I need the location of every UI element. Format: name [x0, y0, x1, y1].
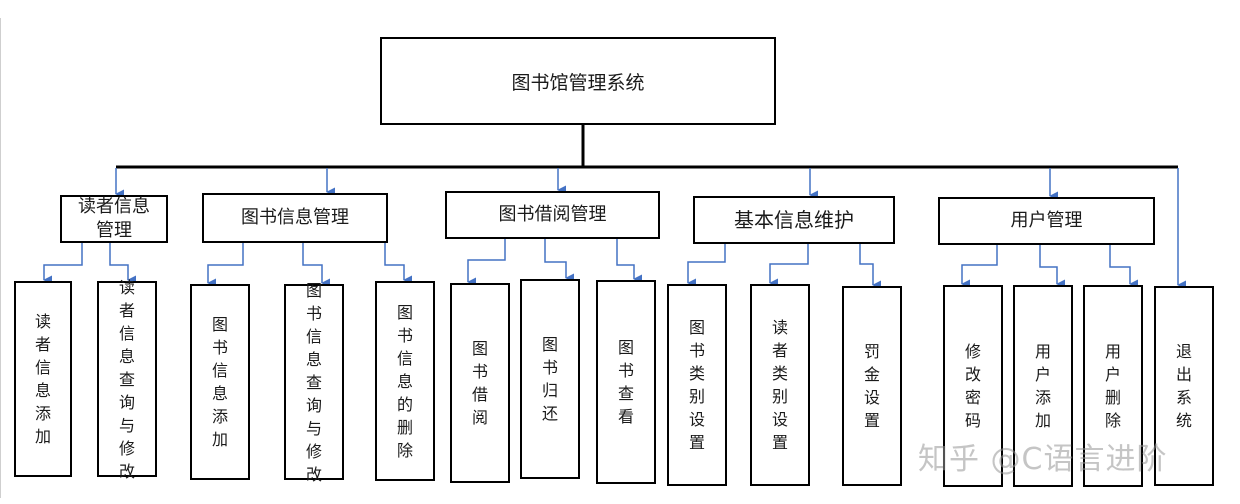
leaf-view: 图书查看: [596, 280, 656, 484]
leaf-connector-arrow: [43, 243, 83, 285]
leaf-connector-arrow: [1039, 245, 1066, 289]
leaf-label: 图书信息添加: [211, 315, 228, 449]
leaf-label: 用户添加: [1034, 342, 1051, 430]
leaf-connector-arrow: [859, 244, 882, 290]
leaf-label: 图书查看: [617, 338, 634, 426]
leaf-return: 图书归还: [520, 279, 580, 479]
leaf-fine: 罚金设置: [842, 286, 902, 486]
leaf-book-delete: 图书信息的删除: [375, 281, 435, 481]
root-node: 图书馆管理系统: [380, 37, 776, 125]
leaf-label: 图书类别设置: [688, 318, 705, 452]
module-basic-info: 基本信息维护: [693, 196, 895, 244]
leaf-label: 修改密码: [964, 342, 981, 430]
leaf-connector-arrow: [961, 245, 998, 289]
leaf-reader-add: 读者信息添加: [14, 281, 72, 477]
module-label: 图书信息管理: [241, 207, 349, 228]
leaf-connector-arrow: [1109, 245, 1139, 289]
leaf-connector-arrow: [302, 243, 331, 288]
root-label: 图书馆管理系统: [511, 71, 645, 94]
leaf-connector-arrow: [467, 239, 506, 287]
leaf-connector-arrow: [544, 239, 575, 283]
leaf-connector-arrow: [616, 239, 643, 284]
leaf-reader-query: 读者信息查询与修改: [97, 278, 157, 481]
leaf-book-query: 图书信息查询与修改: [284, 281, 344, 484]
leaf-label: 图书借阅: [471, 339, 488, 427]
module-label: 图书借阅管理: [498, 204, 607, 225]
module-label: 基本信息维护: [734, 208, 854, 232]
leaf-connector-arrow: [207, 243, 244, 288]
module-reader-info: 读者信息管理: [60, 195, 168, 243]
leaf-reader-category: 读者类别设置: [750, 284, 810, 486]
leaf-change-password: 修改密码: [943, 285, 1003, 487]
left-edge-rule: [0, 18, 1, 498]
leaf-connector-arrow: [384, 243, 413, 285]
leaf-book-category: 图书类别设置: [667, 284, 727, 486]
module-label: 用户管理: [1010, 210, 1083, 231]
leaf-user-delete: 用户删除: [1083, 285, 1143, 487]
leaf-exit: 退出系统: [1154, 286, 1214, 486]
module-user: 用户管理: [938, 197, 1155, 245]
watermark: 知乎 @C语言进阶: [918, 442, 1168, 477]
leaf-label: 罚金设置: [863, 342, 880, 430]
module-label: 读者信息管理: [78, 196, 150, 241]
leaf-label: 图书归还: [541, 335, 558, 423]
leaf-label: 用户删除: [1104, 342, 1121, 430]
leaf-label: 读者类别设置: [771, 318, 788, 452]
leaf-label: 图书信息的删除: [396, 302, 413, 460]
leaf-borrow: 图书借阅: [450, 283, 510, 483]
leaf-label: 读者信息添加: [34, 312, 51, 446]
module-book-info: 图书信息管理: [202, 193, 388, 243]
leaf-label: 退出系统: [1175, 342, 1192, 430]
module-borrow: 图书借阅管理: [445, 191, 660, 239]
leaf-user-add: 用户添加: [1013, 285, 1073, 487]
leaf-label: 读者信息查询与修改: [118, 277, 135, 481]
leaf-label: 图书信息查询与修改: [305, 280, 322, 484]
leaf-connector-arrow: [687, 244, 726, 288]
leaf-book-add: 图书信息添加: [190, 284, 250, 480]
leaf-connector-arrow: [769, 244, 809, 288]
leaf-connector-arrow: [109, 243, 137, 285]
